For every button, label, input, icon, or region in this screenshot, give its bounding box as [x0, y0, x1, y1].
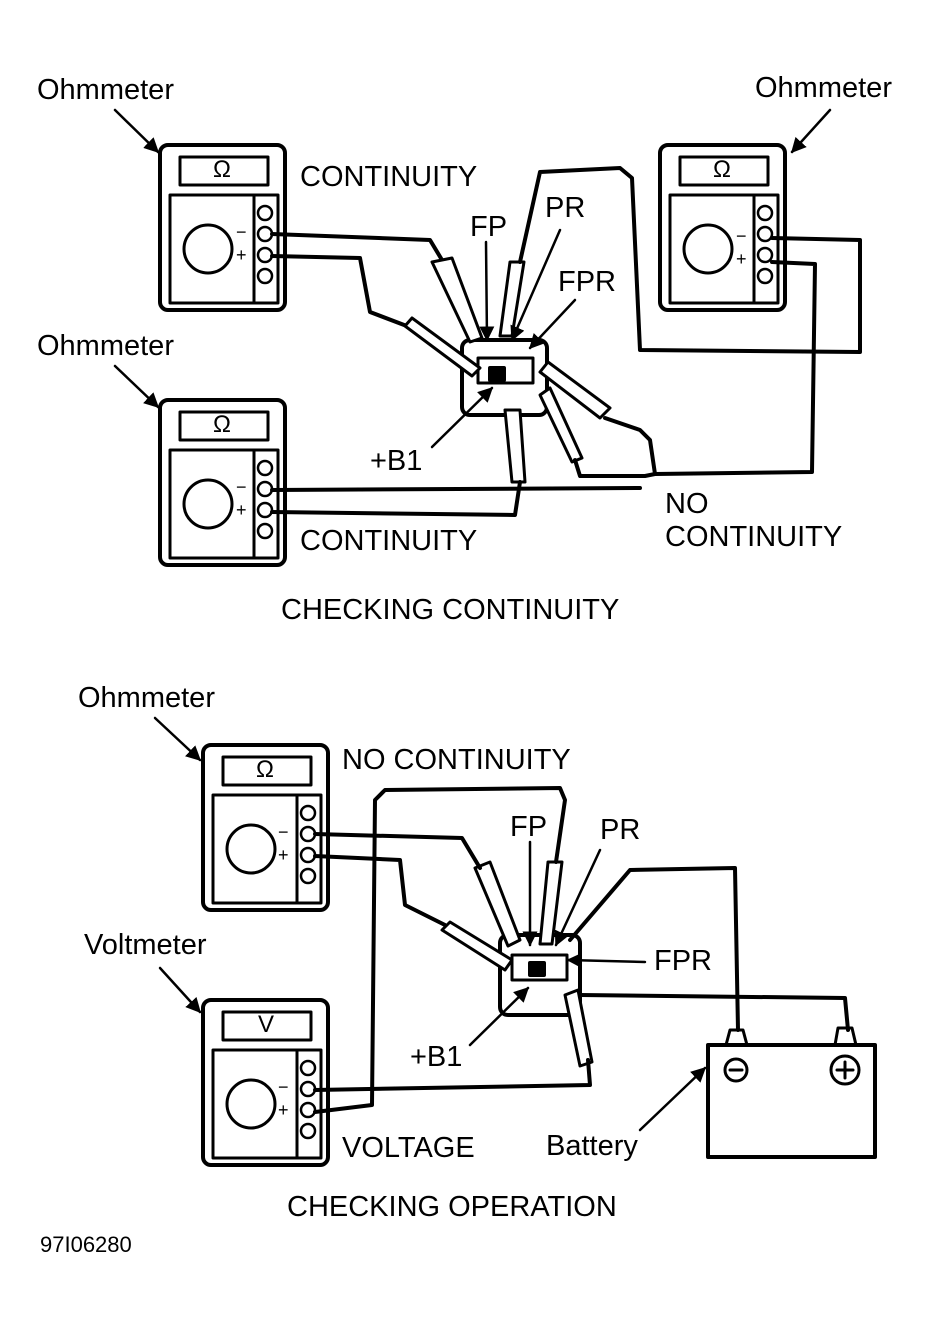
probes-top [403, 256, 612, 484]
arrow-battery [638, 1066, 707, 1132]
no-continuity-label: NO CONTINUITY [342, 744, 571, 776]
battery-positive-terminal-icon [829, 1054, 861, 1086]
wire-ml-pos [270, 480, 522, 517]
wire-tl-neg [270, 232, 447, 267]
terminal-b1-label: +B1 [410, 1041, 463, 1073]
no-continuity-label: CONTINUITY [665, 521, 843, 553]
wire-battery-neg [568, 866, 740, 1032]
ohmmeter-label: Ohmmeter [37, 74, 174, 106]
terminal-fp-label: FP [510, 811, 548, 843]
minus-sign: − [236, 222, 247, 242]
wire-tr-meter-pos [653, 260, 817, 476]
wire-om-neg [313, 832, 482, 870]
terminal-pr-label: PR [600, 814, 641, 846]
terminal-fpr-label: FPR [558, 266, 616, 298]
continuity-label: CONTINUITY [300, 161, 478, 193]
voltage-label: VOLTAGE [342, 1132, 475, 1164]
wire-vm-pos [313, 786, 567, 1114]
voltmeter-label: Voltmeter [84, 929, 207, 961]
ohm-symbol: Ω [713, 156, 731, 183]
arrow-ohmmeter-2 [790, 108, 832, 154]
arrow-ohmmeter-1 [113, 108, 160, 154]
arrow-b1-bottom [468, 986, 530, 1047]
ohm-symbol: Ω [256, 756, 274, 783]
arrow-pr-bottom [554, 848, 602, 947]
ohm-symbol: Ω [213, 411, 231, 438]
no-continuity-label: NO [665, 488, 709, 520]
caption-checking-operation: CHECKING OPERATION [287, 1191, 617, 1223]
continuity-label: CONTINUITY [300, 525, 478, 557]
plus-sign: + [278, 845, 289, 865]
probes-bottom [440, 860, 594, 1068]
wire-pr-to-tr-meter [518, 166, 862, 354]
plus-sign: + [236, 245, 247, 265]
minus-sign: − [236, 477, 247, 497]
arrow-pr-top [510, 228, 562, 342]
terminal-fp-label: FP [470, 211, 508, 243]
figure-code: 97I06280 [40, 1232, 132, 1257]
arrow-ohmmeter-4 [153, 716, 202, 762]
wire-tl-pos [270, 254, 414, 330]
wire-nocont [573, 416, 657, 478]
wire-battery-pos [578, 993, 850, 1032]
arrow-fpr-bottom [566, 952, 647, 968]
minus-sign: − [278, 822, 289, 842]
ohm-symbol: Ω [213, 156, 231, 183]
arrow-voltmeter [158, 966, 202, 1014]
ohmmeter-label: Ohmmeter [37, 330, 174, 362]
plus-sign: + [236, 500, 247, 520]
wire-om-pos [313, 854, 447, 927]
arrow-b1-top [430, 386, 494, 449]
minus-sign: − [278, 1077, 289, 1097]
ohmmeter-label: Ohmmeter [78, 682, 215, 714]
battery-negative-terminal-icon [723, 1057, 749, 1083]
plus-sign: + [736, 249, 747, 269]
plus-sign: + [278, 1100, 289, 1120]
terminal-fpr-label: FPR [654, 945, 712, 977]
caption-checking-continuity: CHECKING CONTINUITY [281, 594, 620, 626]
wire-ml-neg [270, 486, 642, 492]
terminal-b1-label: +B1 [370, 445, 423, 477]
arrow-fpr-top [528, 298, 577, 350]
wire-vm-neg [313, 1058, 592, 1092]
arrow-fp-top [479, 240, 495, 342]
ohmmeter-label: Ohmmeter [755, 72, 892, 104]
terminal-pr-label: PR [545, 192, 586, 224]
minus-sign: − [736, 226, 747, 246]
volt-symbol: V [258, 1011, 275, 1038]
battery-label: Battery [546, 1130, 638, 1162]
arrow-ohmmeter-3 [113, 364, 160, 409]
battery [706, 1026, 877, 1159]
